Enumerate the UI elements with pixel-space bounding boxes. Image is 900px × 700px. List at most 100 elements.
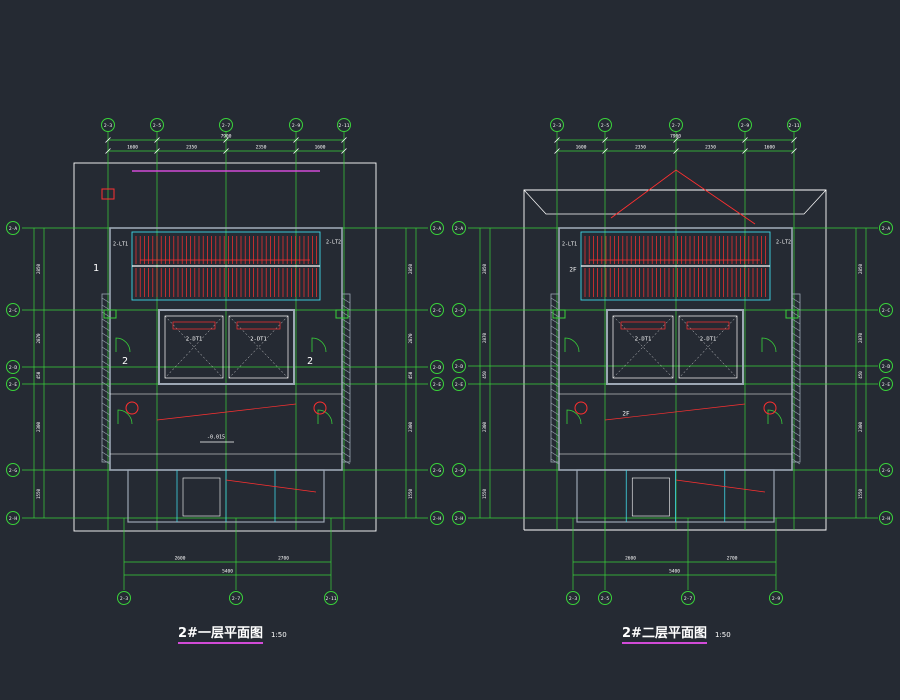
right-axis-bubble: 2-G [433,468,442,474]
bottom-dim: 2700 [278,556,289,562]
bottom-axis-bubble: 2-5 [601,596,610,602]
right-axis-bubble-circle [879,377,893,391]
wall-hatch [791,416,801,423]
wall-column-right [791,293,801,463]
left-dim: 2850 [482,263,487,274]
left-dim: 2870 [36,333,41,344]
left-axis-bubble-circle [6,377,20,391]
wall-hatch [101,367,111,374]
top-axis-bubble-circle [598,118,612,132]
wall-hatch [101,395,111,402]
right-axis-bubble-circle [430,221,444,235]
left-axis-bubble-circle [452,377,466,391]
right-axis-bubble: 2-C [433,308,442,314]
wall-hatch [791,367,801,374]
wall-hatch [341,437,351,444]
wall-hatch [791,430,801,437]
wall-column-left [101,293,111,463]
bottom-axis-bubble: 2-11 [325,596,336,602]
left-dim: 450 [36,371,41,379]
elevator-shaft [612,315,674,379]
wall-hatch [550,311,560,318]
wall-hatch [550,374,560,381]
dim-tick [105,148,111,154]
right-dim: 2300 [858,421,863,432]
left-axis-bubble: 2-C [455,308,464,314]
bottom-dim: 2700 [727,556,738,562]
section-mark: 2 [307,356,313,367]
left-axis-bubble: 2-G [455,468,464,474]
wall-hatch [101,430,111,437]
section-mark: 2 [122,356,128,367]
bottom-axis-bubble-circle [229,591,243,605]
wall-hatch [550,346,560,353]
wall-hatch [791,325,801,332]
wall-column-right [341,293,351,463]
door-swing [311,337,327,353]
left-axis-bubble-circle [452,511,466,525]
stair-label-1: 2-LT1 [113,242,128,248]
left-dim: 2870 [482,332,487,343]
second-floor-plan-scale: 1:50 [714,631,731,639]
wall-hatch [101,458,111,465]
wall-hatch [550,367,560,374]
right-axis-bubble: 2-A [433,226,442,232]
top-axis-bubble: 2-3 [553,123,562,129]
top-dim: 1600 [127,145,138,151]
right-dim: 1550 [858,488,863,499]
door-swing [761,337,777,353]
right-axis-bubble: 2-E [433,382,442,388]
second-floor-plan-title: 2#二层平面图 [622,622,707,644]
shaft-box [182,477,221,517]
window-mark [103,309,117,319]
wall-hatch [341,451,351,458]
top-axis-bubble: 2-11 [788,123,799,129]
wall-hatch [341,360,351,367]
elevator-shaft [678,315,738,379]
bottom-axis-bubble-circle [681,591,695,605]
wall-hatch [550,402,560,409]
left-axis-bubble: 2-E [9,382,18,388]
right-axis-bubble: 2-A [882,226,891,232]
left-axis-bubble-circle [452,303,466,317]
wall-hatch [341,311,351,318]
right-dim: 450 [408,371,413,379]
bottom-axis-bubble-circle [598,591,612,605]
top-axis-bubble-circle [101,118,115,132]
wall-hatch [101,360,111,367]
window-mark [552,309,566,319]
wall-hatch [550,451,560,458]
dim-tick [742,148,748,154]
wall-hatch [550,444,560,451]
door-swing [115,337,131,353]
wall-hatch [791,360,801,367]
elevator-counterweight [620,321,666,330]
roof-leader [610,169,756,225]
wall-hatch [341,402,351,409]
right-axis-bubble-circle [430,377,444,391]
bottom-axis-bubble: 2-3 [120,596,129,602]
right-dim: 1550 [408,488,413,499]
wall-hatch [101,318,111,325]
bottom-axis-bubble-circle [769,591,783,605]
wall-hatch [101,381,111,388]
right-axis-bubble: 2-C [882,308,891,314]
right-dim: 2850 [858,263,863,274]
top-total-dim: 7900 [221,134,232,140]
left-axis-bubble: 2-D [9,365,18,371]
dim-tick [791,137,797,143]
wall-hatch [550,318,560,325]
right-axis-bubble-circle [430,303,444,317]
wall-hatch [101,437,111,444]
right-axis-bubble: 2-E [882,382,891,388]
left-dim: 1550 [482,488,487,499]
door-swing [566,409,582,425]
wall-hatch [341,374,351,381]
wall-hatch [791,395,801,402]
bottom-axis-bubble-circle [324,591,338,605]
right-axis-bubble: 2-H [882,516,891,522]
left-axis-bubble: 2-A [9,226,18,232]
bottom-axis-bubble-circle [566,591,580,605]
wall-hatch [341,458,351,465]
right-dim: 2870 [408,333,413,344]
